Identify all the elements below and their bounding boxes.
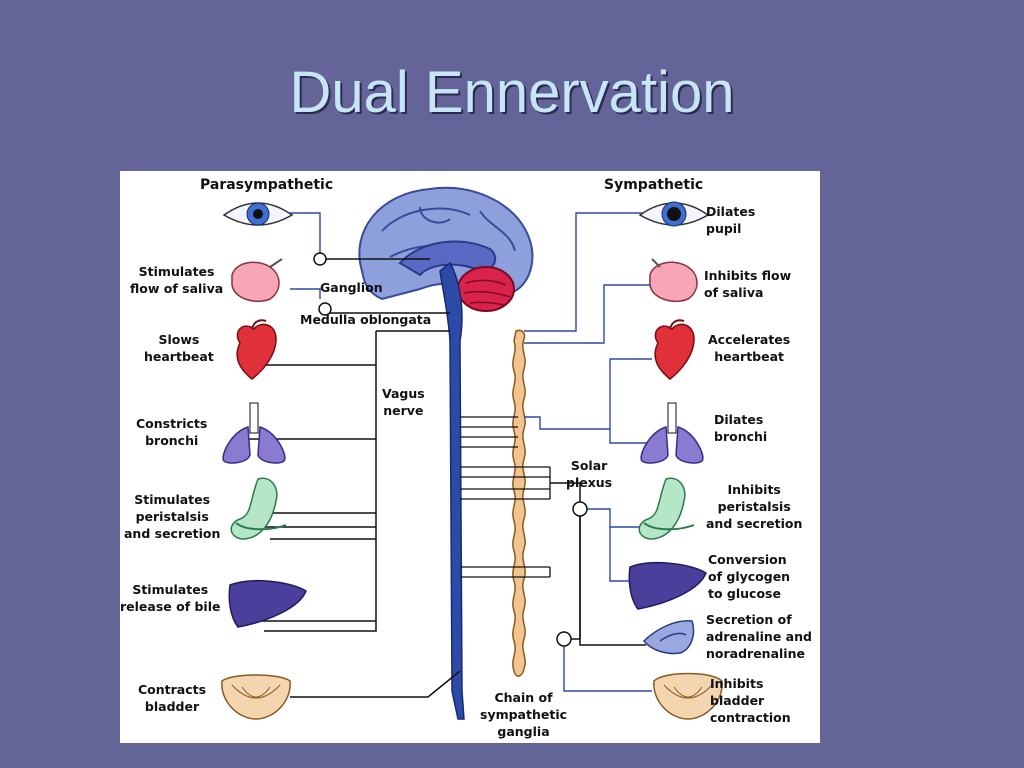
effect-label-heart-para: Slows heartbeat [144, 332, 214, 364]
eye-icon-left [222, 202, 294, 226]
liver-icon-left [228, 580, 307, 628]
heart-icon-right [654, 319, 695, 380]
stomach-icon-left [230, 477, 287, 540]
solar-plexus-node [572, 501, 588, 517]
bladder-icon-left [221, 674, 291, 720]
salivary-gland-icon-left [231, 258, 283, 303]
ganglion-node [318, 302, 332, 316]
lungs-icon-right [640, 402, 704, 464]
spinal-cord [439, 261, 465, 720]
parasympathetic-header: Parasympathetic [200, 177, 334, 193]
adrenal-gland-icon [642, 620, 695, 655]
diagram-art [221, 186, 723, 720]
ganglion-node [313, 252, 327, 266]
effect-label-liver-para: Stimulates release of bile [120, 582, 221, 614]
ganglion-label: Ganglion [320, 280, 383, 295]
sympathetic-nerves [524, 212, 660, 692]
nervous-system-diagram: Parasympathetic Sympathetic Ganglion Med… [120, 171, 820, 743]
solar-plexus-label: Solar plexus [566, 458, 613, 490]
cord-chain-links [460, 416, 551, 578]
effect-label-bladder-para: Contracts bladder [138, 682, 207, 714]
liver-icon-right [628, 562, 707, 610]
effect-label-stomach-para: Stimulates peristalsis and secretion [124, 492, 221, 541]
effect-label-liver-sym: Conversion of glycogen to glucose [708, 552, 791, 601]
effect-label-pupil-sym: Dilates pupil [706, 204, 756, 236]
effect-label-heart-sym: Accelerates heartbeat [708, 332, 791, 364]
eye-icon-right [638, 201, 710, 227]
ganglion-node [556, 631, 572, 647]
slide-title: Dual Ennervation [289, 60, 735, 125]
cerebellum-icon [457, 266, 515, 312]
effect-label-bronchi-sym: Dilates bronchi [714, 412, 768, 444]
lungs-icon-left [222, 402, 286, 464]
chain-ganglia-label: Chain of sympathetic ganglia [480, 690, 568, 739]
medulla-label: Medulla oblongata [300, 312, 432, 327]
stomach-icon-right [638, 477, 695, 540]
effect-label-bronchi-para: Constricts bronchi [136, 416, 208, 448]
effect-label-saliva-para: Stimulates flow of saliva [130, 264, 224, 296]
effect-label-bladder-sym: Inhibits bladder contraction [710, 676, 791, 725]
salivary-gland-icon-right [649, 258, 698, 303]
vagus-nerve-label: Vagus nerve [382, 386, 425, 418]
heart-icon-left [236, 319, 277, 380]
effect-label-adrenal-sym: Secretion of adrenaline and noradrenalin… [706, 612, 812, 661]
effect-label-saliva-sym: Inhibits flow of saliva [704, 268, 792, 300]
effect-label-stomach-sym: Inhibits peristalsis and secretion [706, 482, 803, 531]
bladder-icon-right [653, 672, 723, 720]
sympathetic-chain [512, 329, 526, 677]
sympathetic-header: Sympathetic [604, 177, 704, 193]
solar-plexus-lines [550, 482, 646, 646]
parasympathetic-nerves [290, 212, 321, 299]
